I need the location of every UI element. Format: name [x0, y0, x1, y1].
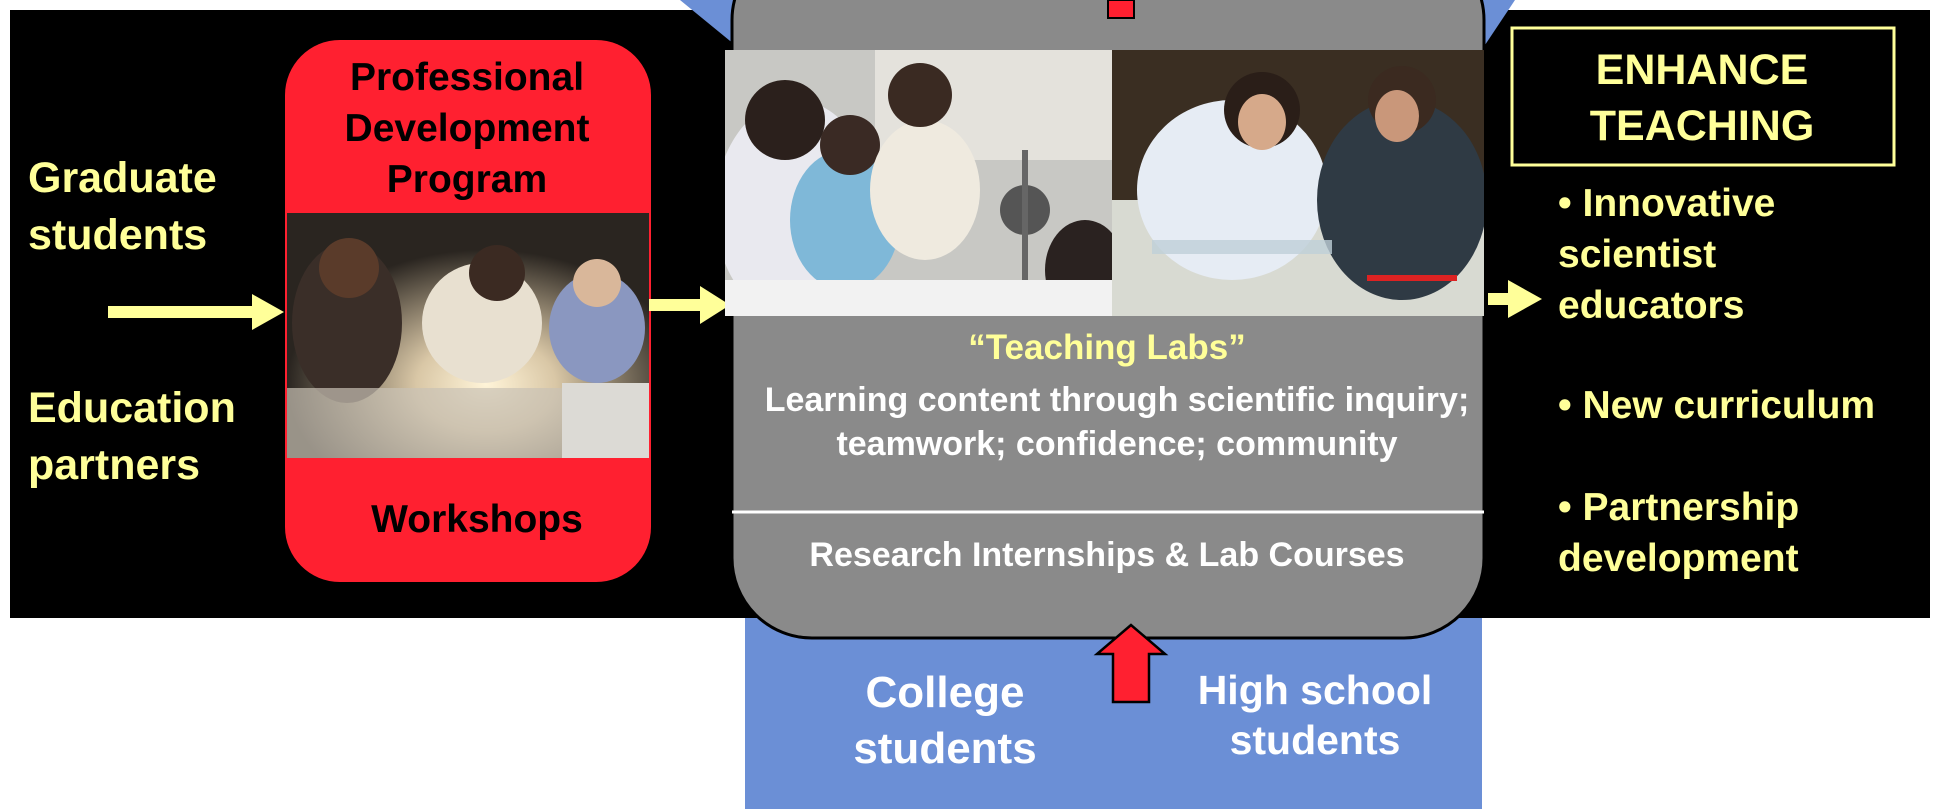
bullet-partnership-development: • Partnership development — [1558, 486, 1800, 580]
workshop-photo — [287, 213, 649, 458]
workshops-label: Workshops — [371, 498, 583, 541]
arrow-center-to-right — [1488, 280, 1542, 318]
teaching-lab-photo-1 — [725, 50, 1112, 316]
education-partners-label: Education partners — [28, 384, 236, 489]
bullet-innovative-educators: • Innovative scientist educators — [1558, 182, 1776, 327]
bottom-red-up-arrow — [1093, 623, 1169, 704]
pd-program-title: Professional Development Program — [344, 56, 590, 201]
bullet-new-curriculum: • New curriculum — [1558, 384, 1876, 427]
graduate-students-label: Graduate students — [28, 154, 217, 259]
arrow-pd-to-center — [645, 286, 730, 324]
enhance-teaching-box — [1510, 26, 1896, 167]
enhance-teaching-heading: ENHANCE TEACHING — [1589, 46, 1815, 150]
learning-description: Learning content through scientific inqu… — [764, 381, 1470, 463]
high-school-students-label: High school students — [1197, 667, 1433, 763]
teaching-labs-title: “Teaching Labs” — [968, 328, 1246, 367]
research-internships-label: Research Internships & Lab Courses — [809, 536, 1405, 574]
teaching-lab-photo-2 — [1112, 50, 1484, 316]
arrow-left-to-pd — [108, 294, 284, 330]
college-students-label: College students — [853, 668, 1037, 773]
top-red-arrow — [1107, 0, 1135, 19]
